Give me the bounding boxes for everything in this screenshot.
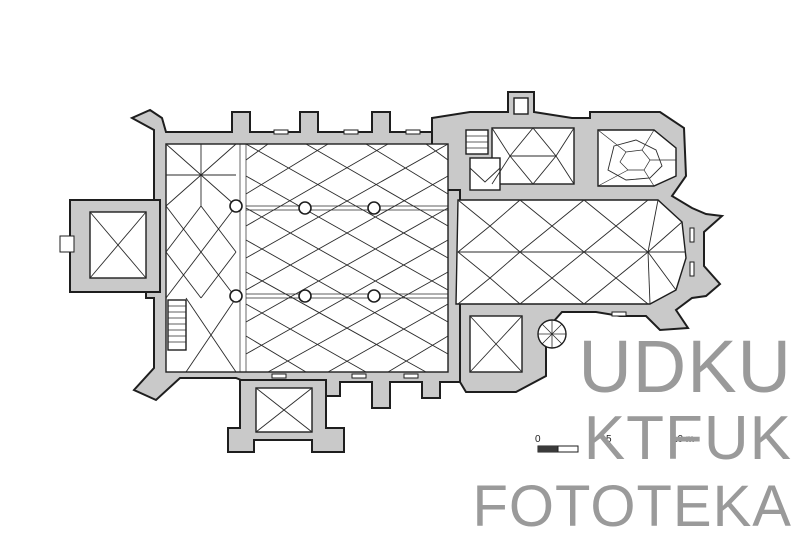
scale-label-0: 0 — [535, 434, 541, 445]
nave-stair-room — [167, 299, 187, 351]
pillar — [298, 201, 312, 215]
scale-label-5: 5 — [606, 434, 612, 445]
stair-landing — [469, 157, 501, 191]
top-stair-tower — [513, 97, 529, 115]
nave-net-vault — [245, 143, 449, 373]
watermark-line-1: UDKU — [578, 325, 792, 408]
pillar — [229, 199, 243, 213]
pillars — [229, 199, 381, 303]
scale-bar: 0 5 10 m — [535, 434, 694, 453]
pillar — [229, 289, 243, 303]
watermark-line-3: FOTOTEKA — [472, 474, 792, 539]
watermark-line-2: KTFUK — [583, 404, 792, 473]
openings — [59, 129, 695, 379]
nave-interior — [165, 143, 449, 373]
vault-ribs — [89, 127, 686, 433]
pillar — [367, 201, 381, 215]
pillar — [367, 289, 381, 303]
chancel-star-vault — [457, 199, 686, 305]
stair-treads — [168, 135, 566, 348]
pillar — [298, 289, 312, 303]
north-chapel-room — [597, 129, 677, 187]
scale-label-10m: 10 m — [672, 434, 694, 445]
